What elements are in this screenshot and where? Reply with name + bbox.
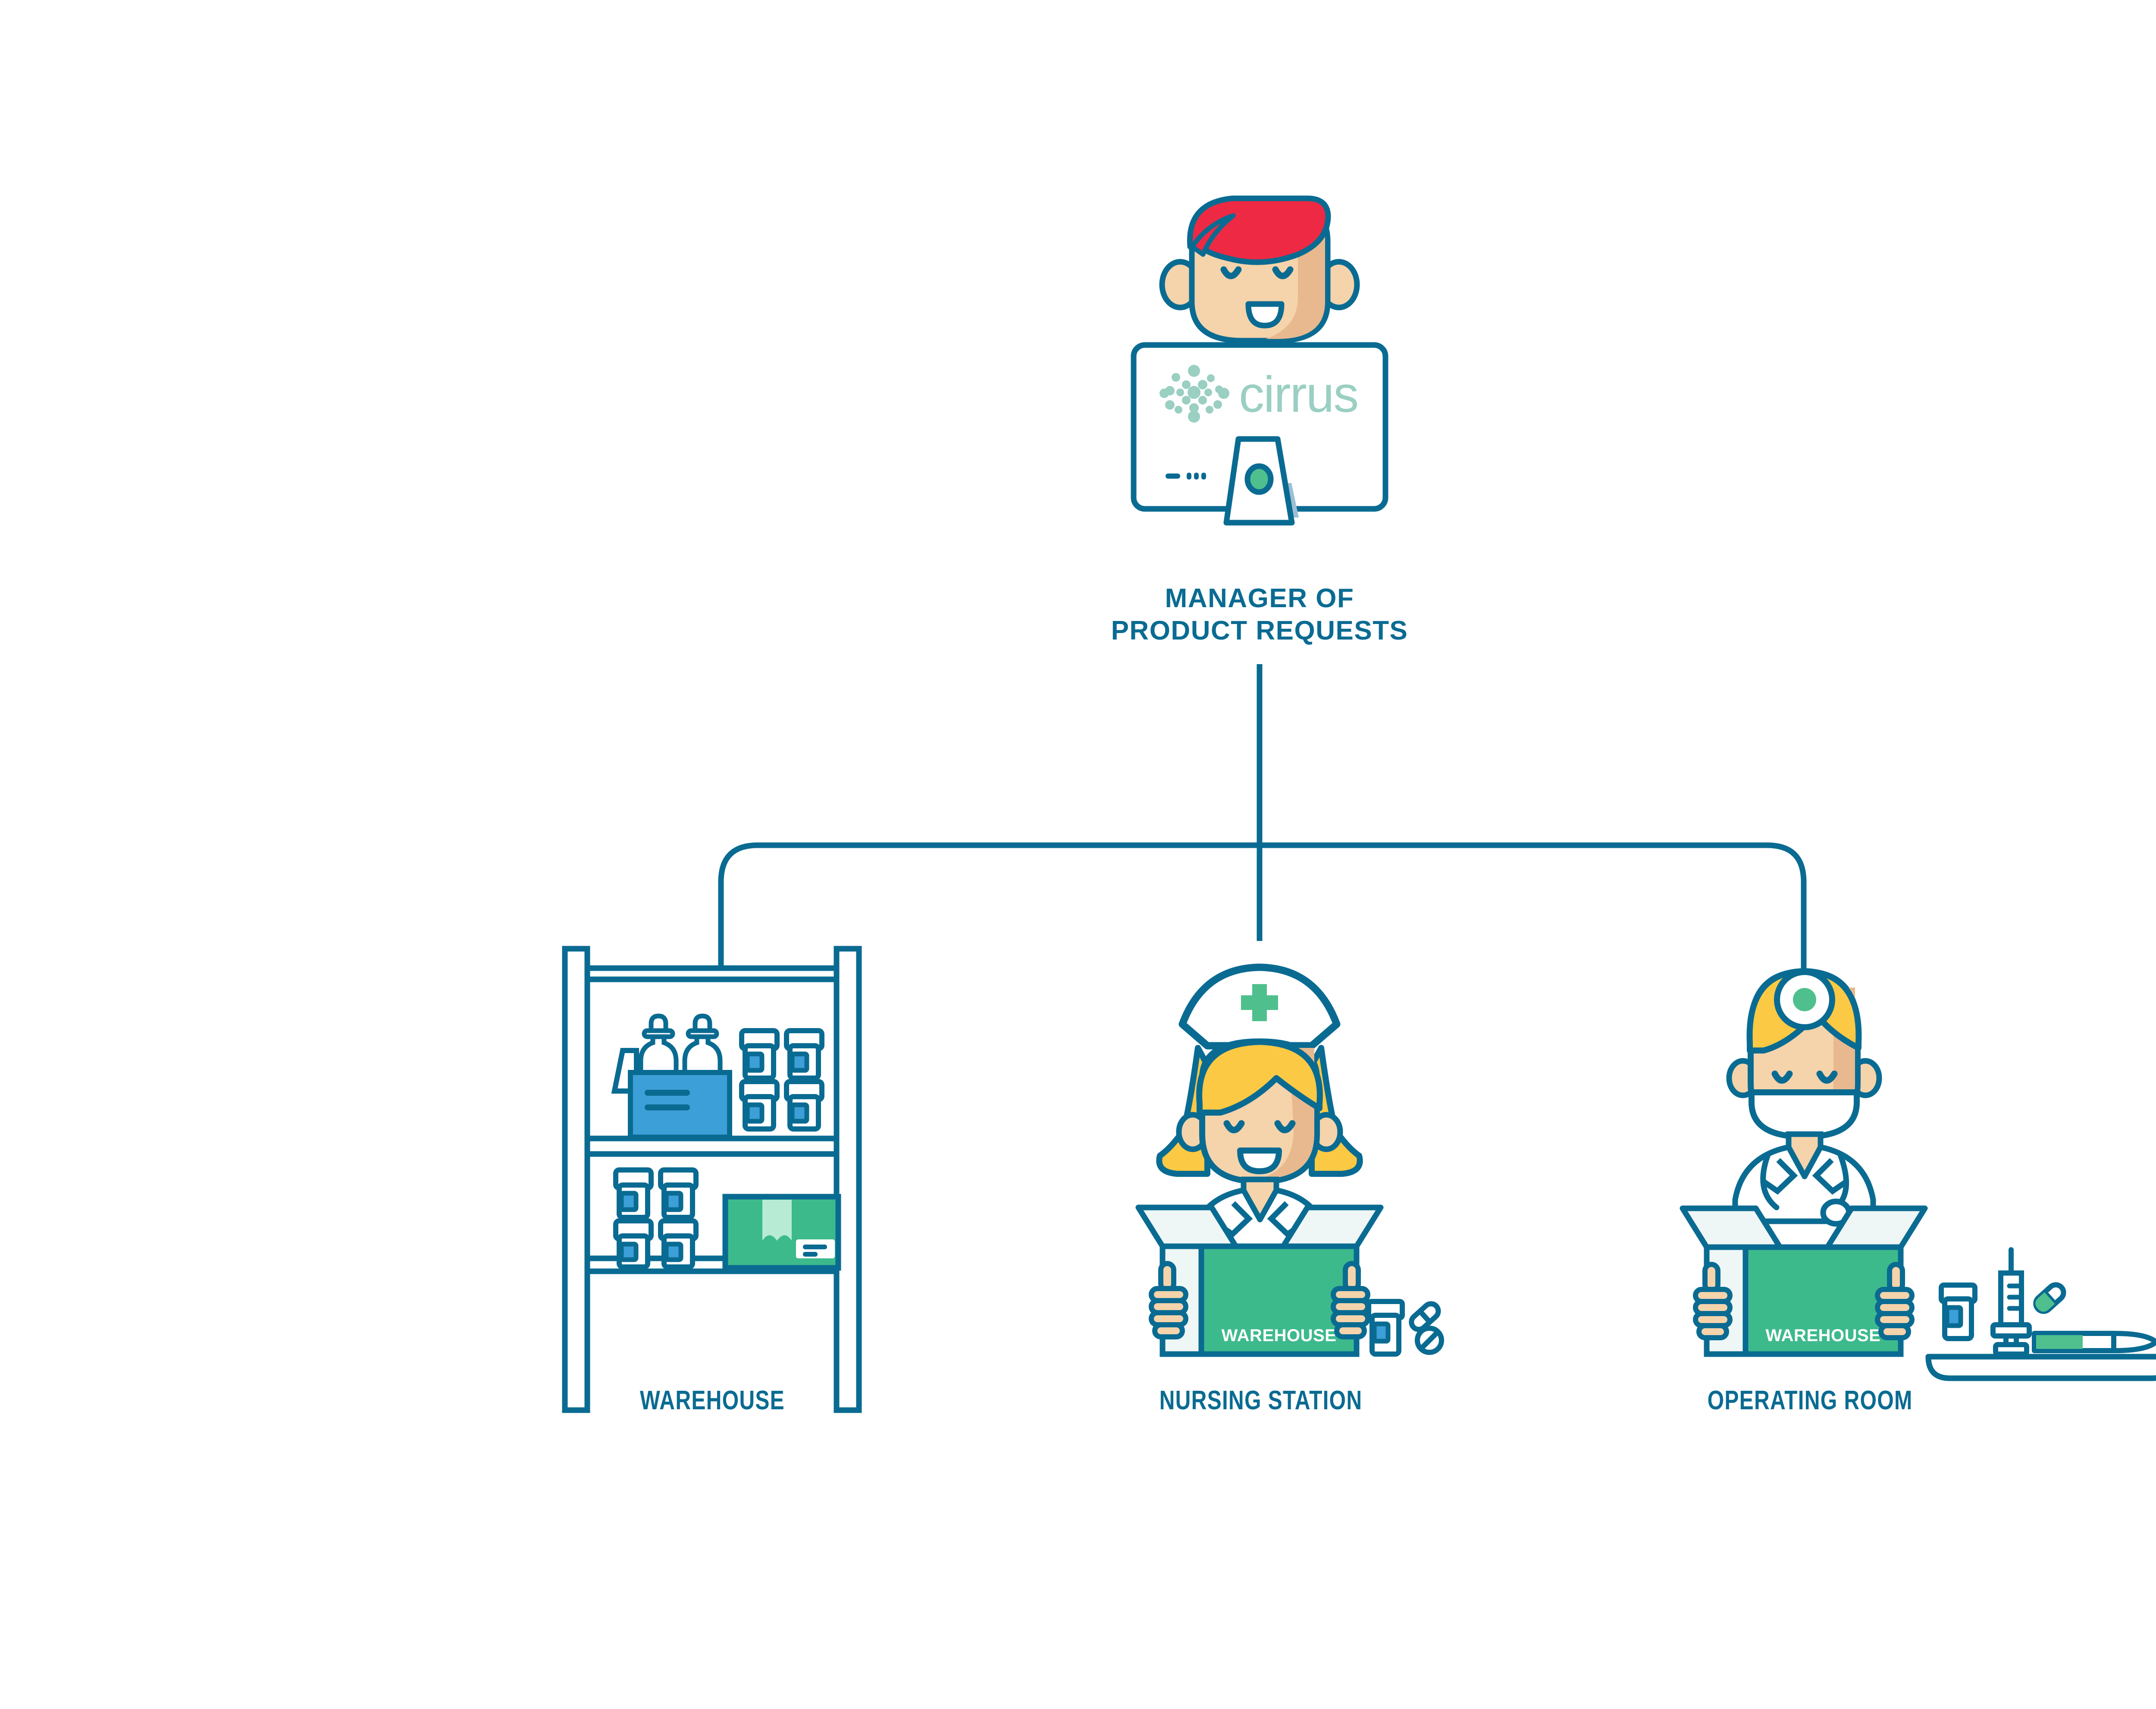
cirrus-dot-burst-logo <box>1159 365 1229 423</box>
nurse-hand-left <box>1149 1261 1188 1339</box>
surgeon-hand-left <box>1693 1262 1733 1340</box>
syringe-icon <box>1990 1247 2032 1357</box>
pill-jar <box>613 1167 654 1220</box>
nurse-eye-right <box>1274 1120 1296 1133</box>
nurse-cap-cross-icon <box>1241 984 1278 1021</box>
connector-group <box>718 664 1807 970</box>
nurse-box-label: WAREHOUSE <box>1222 1326 1337 1345</box>
node-nursing-station[interactable]: WAREHOUSE <box>1135 963 1444 1415</box>
node-manager[interactable]: cirrus MANAGER OF PRODUCT REQUESTS <box>1111 195 1408 646</box>
or-capsule-icon <box>2033 1282 2066 1314</box>
manager-hair <box>1187 195 1331 265</box>
nurse-smile <box>1237 1148 1282 1174</box>
operating-room-instruments <box>1925 1247 2156 1381</box>
or-pill-bottle-label <box>1944 1305 1963 1328</box>
shelf-item-green-box <box>722 1194 841 1271</box>
node-warehouse[interactable]: WAREHOUSE <box>562 946 862 1415</box>
manager-hair-strand <box>1190 213 1236 257</box>
pill-jar <box>658 1167 699 1220</box>
pill-jar <box>658 1218 699 1270</box>
pill-jar <box>739 1079 780 1132</box>
nurse-side-items <box>1366 1299 1444 1357</box>
surgeon-hand-right <box>1875 1262 1915 1340</box>
head-mirror-center <box>1793 988 1816 1011</box>
manager-smile <box>1245 301 1285 329</box>
surgeon-eye-right <box>1816 1070 1838 1084</box>
node-operating-room[interactable]: WAREHOUSE <box>1680 968 2156 1415</box>
brand-wordmark: cirrus <box>1239 366 1358 423</box>
surgeon-collar-left <box>1762 1158 1798 1195</box>
nursing-station-label: NURSING STATION <box>1159 1385 1363 1415</box>
surgical-mask-icon <box>1749 1089 1860 1140</box>
manager-head <box>1159 195 1360 344</box>
capsule-icon <box>1409 1301 1441 1332</box>
pill-jar <box>739 1028 780 1081</box>
surgeon-eye-left <box>1771 1070 1793 1084</box>
shelf-board-middle <box>584 1135 840 1157</box>
stethoscope-tube-left <box>1760 1152 1780 1210</box>
scalpel-icon <box>2032 1331 2156 1353</box>
pill-bottle-label <box>1372 1321 1391 1344</box>
operating-room-label: OPERATING ROOM <box>1708 1385 1913 1415</box>
tablet-icon <box>1415 1326 1444 1355</box>
monitor-indicator-lights <box>1166 473 1206 480</box>
monitor-power-button[interactable] <box>1244 463 1274 495</box>
nurse-box-front <box>1198 1243 1360 1357</box>
manager-eye-right <box>1272 266 1294 279</box>
pill-jar <box>784 1079 824 1132</box>
manager-eye-left <box>1220 266 1242 279</box>
green-box-tape <box>762 1200 792 1241</box>
nurse-eye-left <box>1223 1120 1245 1133</box>
shelf-item-jars-top <box>739 1028 824 1132</box>
nurse-hair-front <box>1196 1039 1323 1116</box>
shelf-rail-top <box>584 965 840 982</box>
surgical-tray <box>1925 1354 2156 1381</box>
surgeon-collar-right <box>1812 1158 1848 1195</box>
surgeon-box-label: WAREHOUSE <box>1766 1326 1881 1345</box>
shelf-upright-right <box>834 946 862 1413</box>
shelf-item-jars-bottom <box>613 1167 699 1270</box>
warehouse-label: WAREHOUSE <box>640 1385 785 1415</box>
shelf-upright-left <box>562 946 590 1413</box>
manager-label-line2: PRODUCT REQUESTS <box>1111 616 1408 646</box>
shelf-item-blue-crate <box>611 1013 732 1140</box>
manager-monitor[interactable]: cirrus <box>1131 342 1388 526</box>
pill-jar <box>784 1028 824 1081</box>
manager-label-line1: MANAGER OF <box>1165 583 1354 613</box>
pill-jar <box>613 1218 654 1270</box>
crate-bottle-left <box>638 1013 679 1079</box>
nurse-hand-right <box>1331 1261 1370 1339</box>
